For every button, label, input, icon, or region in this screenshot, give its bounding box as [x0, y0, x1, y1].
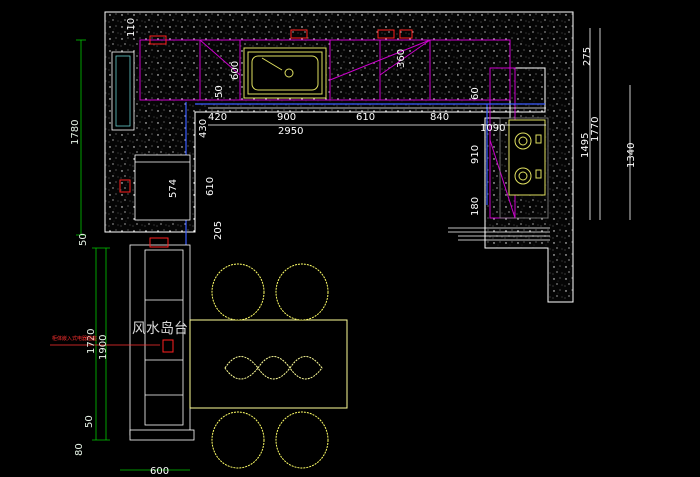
dim-205: 205 [213, 221, 224, 240]
chair-top-right [275, 263, 329, 321]
dim-50-upper: 50 [78, 233, 89, 246]
upper-cabinet-run [139, 39, 511, 101]
dimension-labels: 110 600 360 275 50 420 900 610 840 60 29… [70, 18, 637, 477]
sink [243, 47, 327, 99]
dim-80: 80 [74, 443, 85, 456]
dim-1780: 1780 [70, 120, 81, 145]
dim-420: 420 [208, 112, 227, 123]
dim-1770: 1770 [590, 117, 601, 142]
dim-50-lower: 50 [84, 415, 95, 428]
dim-2950: 2950 [278, 126, 303, 137]
dim-1495: 1495 [580, 133, 591, 158]
dim-110: 110 [126, 18, 137, 37]
outlets [119, 29, 413, 353]
table-decor [224, 356, 323, 380]
dim-360: 360 [396, 49, 407, 68]
dim-430: 430 [198, 119, 209, 138]
left-fridge-cabinet [111, 51, 191, 221]
chair-bottom-left [211, 411, 265, 469]
table-top [189, 319, 348, 409]
dim-610-vertical: 610 [205, 177, 216, 196]
right-cabinet-frame [499, 117, 549, 219]
dim-50: 50 [214, 85, 225, 98]
dim-574: 574 [168, 179, 179, 198]
chair-bottom-right [275, 411, 329, 469]
island-cabinet [129, 244, 195, 441]
chair-top-left [211, 263, 265, 321]
outlet-note: 柜体嵌入式电器插座 [52, 335, 97, 342]
side-shelf [448, 227, 550, 241]
cooktop [508, 119, 546, 196]
dim-1340: 1340 [626, 143, 637, 168]
dim-1090: 1090 [480, 123, 505, 134]
dim-840: 840 [430, 112, 449, 123]
dim-600-bottom: 600 [150, 466, 169, 477]
dim-910: 910 [470, 145, 481, 164]
dim-610: 610 [356, 112, 375, 123]
dimension-lines [50, 28, 631, 471]
dim-1720: 1720 [86, 329, 97, 354]
dim-1900: 1900 [98, 335, 109, 360]
dining-table [189, 263, 348, 469]
dim-60: 60 [470, 87, 481, 100]
dim-275: 275 [582, 47, 593, 66]
dim-900: 900 [277, 112, 296, 123]
dim-600: 600 [230, 61, 241, 80]
island-label: 风水岛台 [132, 321, 188, 337]
dim-180: 180 [470, 197, 481, 216]
